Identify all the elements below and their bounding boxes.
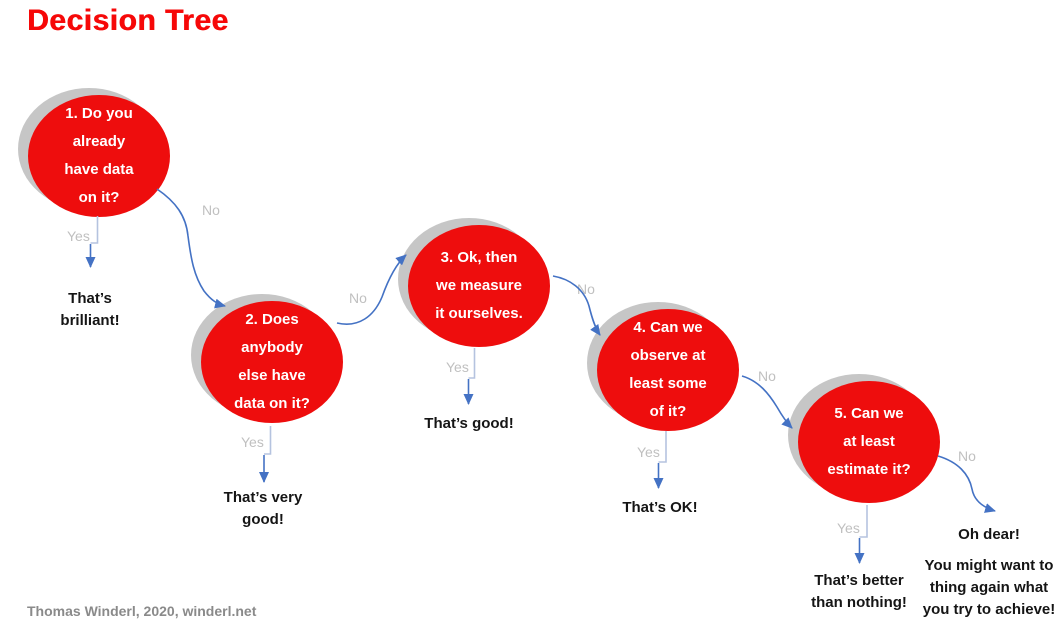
outcome-label-1: That’s brilliant! [60,288,119,332]
outcome-label-2: That’s very good! [224,487,303,531]
outcome-line: Oh dear! [958,526,1020,543]
outcome-line: That’s very [223,489,303,506]
no-curve-2-3 [336,254,407,325]
question-line: on it? [78,189,120,206]
yes-label-3: Yes [446,359,469,375]
question-line: else have [238,367,306,384]
question-line: least some [629,375,707,392]
question-line: 5. Can we [834,405,904,422]
outcome-line: That’s [68,290,112,307]
page-title: Decision Tree [27,4,229,37]
question-line: estimate it? [827,461,911,478]
decision-node-1: 1. Do you already have data on it? [28,95,170,217]
question-line: already [72,133,126,150]
outcome-line: That’s good! [424,415,514,432]
question-line: 2. Does [245,311,299,328]
question-line: we measure [436,277,522,294]
question-line: anybody [241,339,303,356]
final-outcome-headline: Oh dear! [958,524,1020,546]
decision-node-2: 2. Does anybody else have data on it? [201,301,343,423]
decision-node-3: 3. Ok, then we measure it ourselves. [408,225,550,347]
outcome-line: you try to achieve! [922,601,1056,618]
outcome-line: than nothing! [811,594,907,611]
outcome-label-4: That’s OK! [622,497,697,519]
question-line: 1. Do you [65,105,133,122]
question-line: data on it? [234,395,310,412]
question-line: 3. Ok, then [440,249,518,266]
outcome-line: You might want to [924,557,1054,574]
outcome-line: thing again what [929,579,1049,596]
outcome-label-3: That’s good! [424,413,513,435]
decision-node-4: 4. Can we observe at least some of it? [597,309,739,431]
yes-label-2: Yes [241,434,264,450]
decision-node-5: 5. Can we at least estimate it? [798,381,940,503]
question-line: have data [64,161,134,178]
question-line: of it? [649,403,687,420]
no-label-1: No [202,202,220,218]
outcome-line: good! [242,511,284,528]
outcome-label-5: That’s better than nothing! [811,570,907,614]
yes-arrow-stub-1 [90,216,99,244]
no-label-5: No [958,448,976,464]
question-line: 4. Can we [633,319,703,336]
no-label-3: No [577,281,595,297]
yes-label-5: Yes [837,520,860,536]
final-outcome-text: You might want to thing again what you t… [923,555,1056,621]
yes-label-4: Yes [637,444,660,460]
footer-credit: Thomas Winderl, 2020, winderl.net [27,603,257,619]
yes-label-1: Yes [67,228,90,244]
outcome-line: That’s better [814,572,904,589]
question-line: observe at [630,347,706,364]
no-label-4: No [758,368,776,384]
question-line: it ourselves. [435,305,523,322]
yes-arrow-stub-3 [468,348,476,379]
no-label-2: No [349,290,367,306]
outcome-line: brilliant! [60,312,120,329]
yes-arrow-stub-2 [264,426,272,455]
question-line: at least [843,433,895,450]
outcome-line: That’s OK! [622,499,698,516]
yes-arrow-stub-5 [859,505,868,538]
no-curve-5-end [937,455,996,513]
